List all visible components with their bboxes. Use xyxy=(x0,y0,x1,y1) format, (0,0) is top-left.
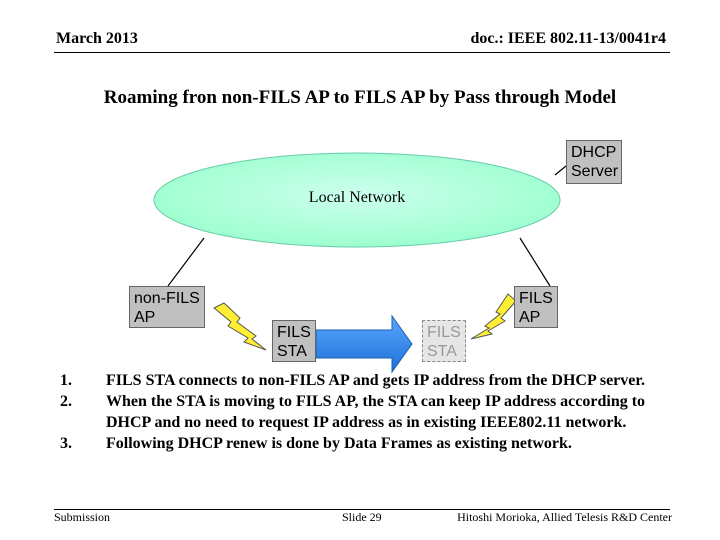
list-item: 2. When the STA is moving to FILS AP, th… xyxy=(60,391,680,433)
dhcp-server-box: DHCP Server xyxy=(566,140,622,184)
footer-submission: Submission xyxy=(54,510,111,524)
lightning-icon-right xyxy=(470,293,517,340)
header-rule xyxy=(54,52,670,53)
list-item: 1. FILS STA connects to non-FILS AP and … xyxy=(60,370,680,391)
step-text: Following DHCP renew is done by Data Fra… xyxy=(106,435,572,452)
link-dhcp-server xyxy=(554,165,567,176)
slide-title: Roaming fron non-FILS AP to FILS AP by P… xyxy=(103,87,617,108)
header-date: March 2013 xyxy=(56,30,138,47)
fils-sta-box-right: FILS STA xyxy=(422,320,466,362)
local-network-label: Local Network xyxy=(308,189,406,206)
link-fils-ap xyxy=(519,237,551,287)
roaming-arrow-icon xyxy=(315,314,413,374)
header-doc-id: doc.: IEEE 802.11-13/0041r4 xyxy=(470,30,666,47)
local-network-ellipse xyxy=(153,152,561,248)
step-number: 2. xyxy=(60,393,72,410)
fils-ap-box: FILS AP xyxy=(514,286,558,328)
step-number: 1. xyxy=(60,372,72,389)
footer-slide-number: Slide 29 xyxy=(342,510,382,524)
list-item: 3. Following DHCP renew is done by Data … xyxy=(60,433,680,454)
step-text: FILS STA connects to non-FILS AP and get… xyxy=(106,372,646,389)
step-number: 3. xyxy=(60,435,72,452)
link-non-fils-ap xyxy=(167,237,205,287)
footer-rule xyxy=(54,509,670,510)
steps-list: 1. FILS STA connects to non-FILS AP and … xyxy=(60,370,680,454)
footer-author: Hitoshi Morioka, Allied Telesis R&D Cent… xyxy=(457,510,672,524)
non-fils-ap-box: non-FILS AP xyxy=(129,286,205,328)
fils-sta-box-left: FILS STA xyxy=(272,320,316,362)
step-text: When the STA is moving to FILS AP, the S… xyxy=(106,393,646,431)
lightning-icon-left xyxy=(213,302,267,351)
